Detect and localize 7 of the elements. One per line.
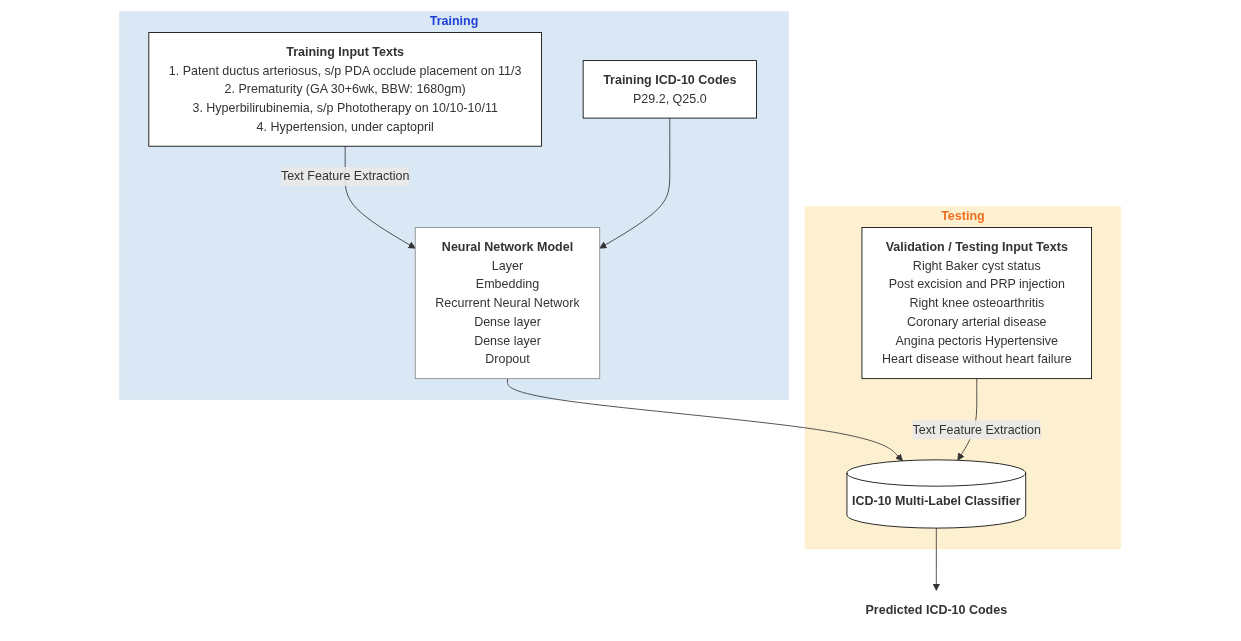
node-text: Predicted ICD-10 Codes (865, 602, 1008, 617)
node-box: Training Input Texts 1. Patent ductus arteriosus, s/p PDA occlude placement on 11/3 2. Prematurity (GA 30+6wk, BBW: 1680gm) 3. Hyperbilirubinemia, s/p Phototherapy on 10/10-10/11 4. Hypertension, under captopril (148, 32, 543, 147)
edge-label: Text Feature Extraction (912, 421, 1042, 437)
node-box: Neural Network Model Layer Embedding Recurrent Neural Network Dense layer Dense layer Dropout (415, 227, 601, 380)
edge-label: Text Feature Extraction (281, 168, 410, 183)
node-box: Validation / Testing Input Texts Right Baker cyst status Post excision and PRP injection Right knee osteoarthritis Coronary arterial disease Angina pectoris Hypertensive Heart disease without heart failure (861, 227, 1093, 380)
node-box: Training ICD-10 Codes P29.2, Q25.0 (583, 60, 758, 119)
